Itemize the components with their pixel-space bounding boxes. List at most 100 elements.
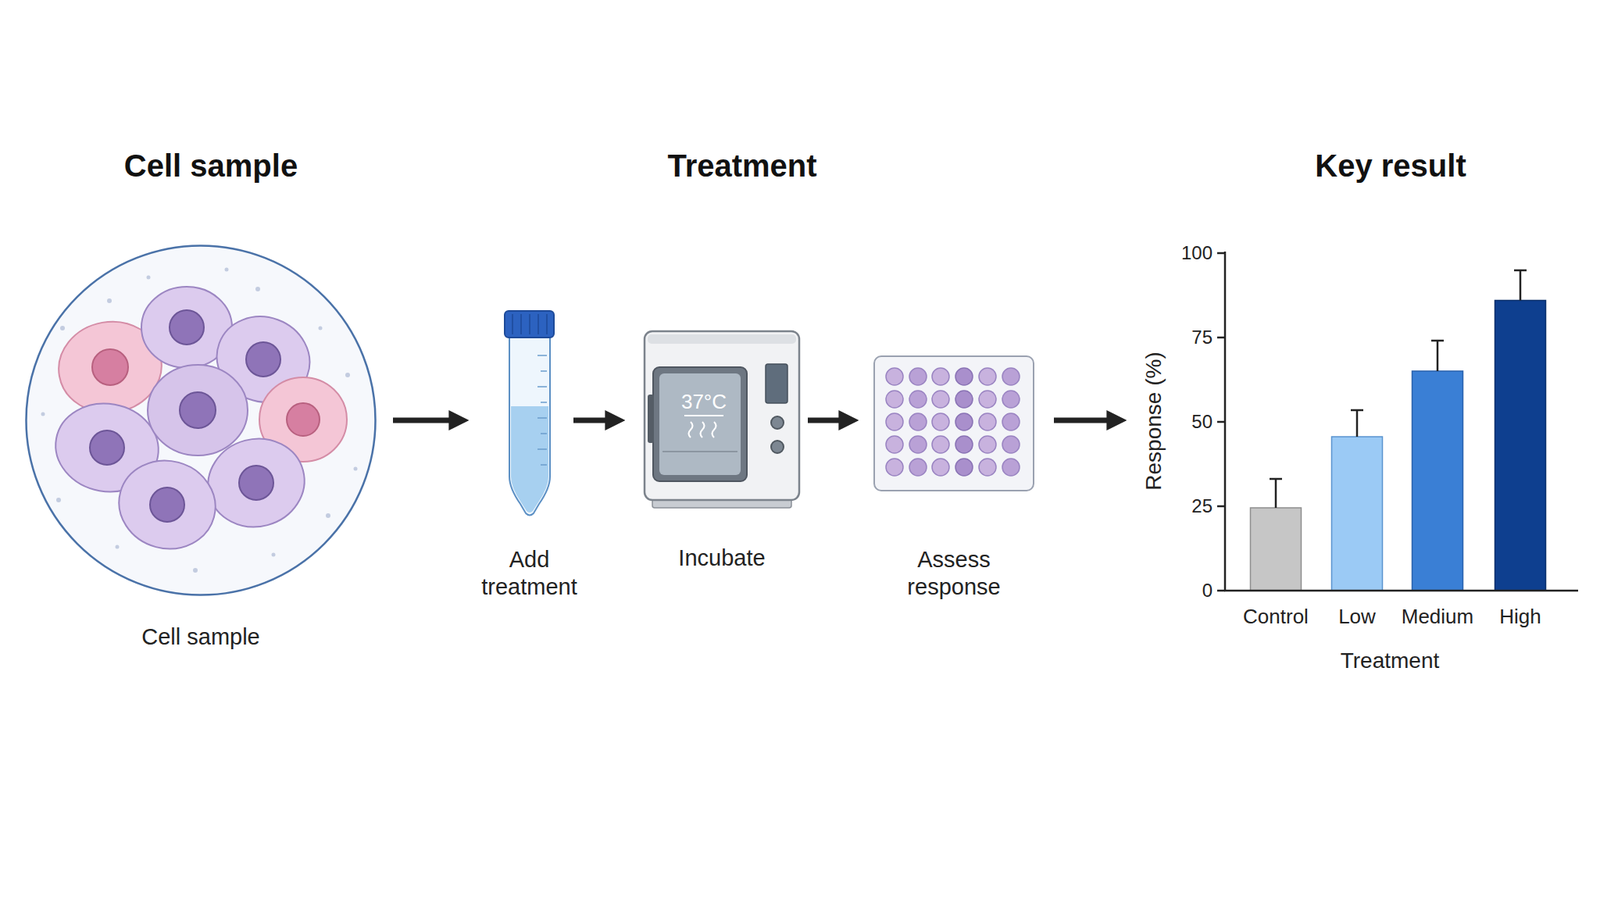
medium-dot bbox=[115, 545, 120, 550]
dish-outline bbox=[26, 246, 376, 596]
control-knob bbox=[771, 416, 784, 429]
category-label: Low bbox=[1306, 604, 1408, 629]
medium-dot bbox=[225, 267, 229, 272]
tube-cap bbox=[504, 310, 554, 338]
medium-dot bbox=[255, 286, 261, 292]
well-row bbox=[885, 367, 1020, 386]
section-heading: Key result bbox=[1234, 146, 1547, 185]
bar-chart: 1007550250Response (%)ControlLowMediumHi… bbox=[1140, 234, 1594, 688]
medium-dot bbox=[41, 412, 46, 417]
cell-nucleus bbox=[239, 465, 274, 500]
category-label: High bbox=[1469, 604, 1572, 629]
medium-dot bbox=[325, 513, 331, 518]
error-bar bbox=[1350, 410, 1364, 437]
well-row bbox=[885, 458, 1020, 476]
temperature-readout: 37°C bbox=[660, 389, 747, 415]
medium-dot bbox=[60, 325, 65, 331]
flow-arrow bbox=[573, 417, 608, 424]
flow-arrow bbox=[392, 417, 451, 424]
door-handle bbox=[647, 394, 654, 443]
cell-nucleus bbox=[286, 403, 320, 436]
heat-wave bbox=[700, 421, 705, 438]
flow-arrow bbox=[807, 417, 841, 424]
cell-nucleus bbox=[246, 342, 281, 377]
step-label: Cell sample bbox=[83, 623, 318, 651]
graduation-mark bbox=[537, 385, 547, 388]
graduation-mark bbox=[540, 432, 547, 435]
section-heading: Treatment bbox=[585, 146, 899, 185]
tube-graduations bbox=[537, 355, 547, 465]
bar bbox=[1250, 507, 1302, 591]
cell-nucleus bbox=[150, 487, 185, 522]
cap-ridge bbox=[511, 314, 514, 335]
category-label: Control bbox=[1225, 604, 1327, 629]
control-knob bbox=[771, 440, 784, 454]
display-underline bbox=[684, 414, 724, 417]
medium-dot bbox=[318, 326, 323, 331]
bar bbox=[1412, 371, 1464, 591]
cap-ridge bbox=[537, 314, 540, 335]
cap-ridges bbox=[512, 314, 547, 335]
error-bar bbox=[1269, 478, 1283, 508]
well-row bbox=[885, 390, 1020, 408]
axis-tick bbox=[1217, 252, 1225, 255]
axis-tick bbox=[1217, 421, 1225, 424]
well-plate: Assess response bbox=[874, 356, 1034, 491]
cap-ridge bbox=[546, 314, 548, 335]
medium-dot bbox=[192, 567, 198, 573]
axis-title: Response (%) bbox=[1140, 327, 1168, 515]
graduation-mark bbox=[540, 464, 547, 466]
medium-dot bbox=[353, 467, 358, 472]
tube-liquid bbox=[510, 406, 549, 513]
heat-wave bbox=[689, 421, 693, 438]
medium-dot bbox=[107, 298, 112, 304]
axis-tick bbox=[1217, 505, 1225, 508]
error-bar bbox=[1431, 340, 1444, 372]
axis-tick bbox=[1217, 589, 1225, 593]
medium-dot bbox=[271, 553, 276, 558]
category-label: Medium bbox=[1386, 604, 1489, 629]
tube-body bbox=[509, 335, 550, 516]
well-row bbox=[885, 435, 1020, 454]
heat-waves bbox=[689, 421, 717, 438]
bar bbox=[1332, 436, 1383, 591]
graduation-mark bbox=[540, 401, 547, 404]
step-label: Add treatment bbox=[471, 546, 589, 601]
cap-ridge bbox=[528, 314, 531, 335]
graduation-mark bbox=[537, 448, 547, 450]
cell-nucleus bbox=[92, 349, 129, 386]
incubator-shelf bbox=[662, 450, 738, 453]
step-label: Assess response bbox=[891, 546, 1017, 601]
control-display bbox=[765, 364, 788, 404]
cell-nucleus bbox=[89, 430, 125, 465]
axis-tick bbox=[1217, 336, 1225, 340]
heat-wave bbox=[712, 421, 717, 438]
medium-dot bbox=[146, 275, 151, 280]
flow-arrow bbox=[1053, 417, 1109, 424]
axis-title: Treatment bbox=[1303, 647, 1476, 675]
incubator: 37°CIncubate bbox=[644, 331, 800, 508]
graduation-mark bbox=[537, 354, 547, 357]
error-bars bbox=[1269, 270, 1527, 508]
axis-tick-label: 100 bbox=[1150, 242, 1213, 265]
axis-tick-label: 0 bbox=[1150, 579, 1213, 603]
cell-body bbox=[109, 450, 226, 560]
sample-tube: Add treatment bbox=[504, 310, 554, 516]
axis-tick-label: 75 bbox=[1150, 326, 1213, 350]
well-row bbox=[885, 413, 1020, 431]
graduation-mark bbox=[540, 370, 547, 372]
bar bbox=[1495, 300, 1547, 592]
x-axis bbox=[1224, 589, 1579, 593]
dish-fill bbox=[25, 244, 377, 597]
cell-nucleus bbox=[169, 310, 204, 345]
medium-dot bbox=[56, 497, 61, 503]
section-heading: Cell sample bbox=[54, 146, 368, 185]
incubator-top-band bbox=[647, 334, 797, 344]
cell-sample-dish: Cell sample bbox=[25, 244, 377, 597]
plate-body bbox=[874, 356, 1034, 491]
cap-ridge bbox=[520, 314, 522, 335]
medium-dot bbox=[345, 372, 350, 378]
